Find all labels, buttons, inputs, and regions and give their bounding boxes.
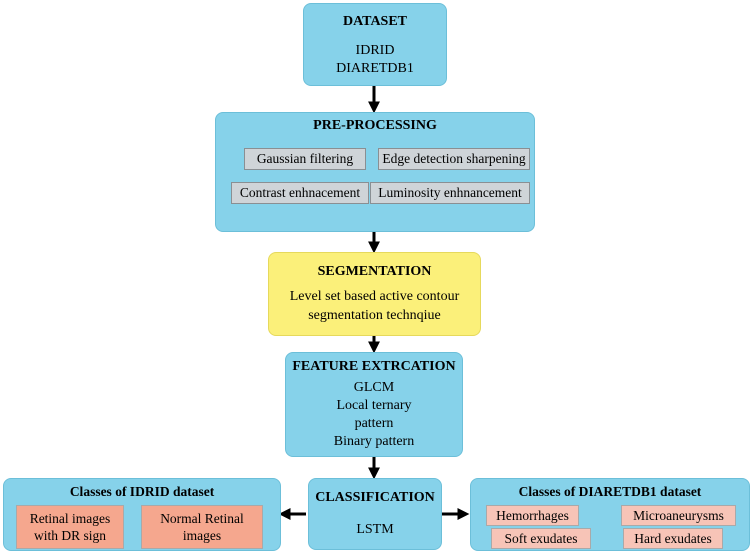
diaretdb1-classes-box: Classes of DIARETDB1 dataset Hemorrhages… <box>470 478 750 551</box>
idrid-class-item: Retinal images with DR sign <box>16 505 124 549</box>
dataset-title: DATASET <box>342 14 408 29</box>
segmentation-line: Level set based active contour <box>289 289 460 304</box>
segmentation-title: SEGMENTATION <box>317 264 432 279</box>
dataset-box: DATASET IDRID DIARETDB1 <box>303 3 447 86</box>
classification-title: CLASSIFICATION <box>315 490 435 505</box>
feature-extraction-title: FEATURE EXTRCATION <box>292 359 456 374</box>
classification-method: LSTM <box>356 522 394 537</box>
diaretdb1-classes-title: Classes of DIARETDB1 dataset <box>518 484 702 499</box>
diaretdb1-class-item: Hemorrhages <box>486 505 579 526</box>
preprocessing-item: Luminosity enhnancement <box>370 182 530 204</box>
diaretdb1-class-item: Hard exudates <box>623 528 723 549</box>
idrid-class-item: Normal Retinal images <box>141 505 263 549</box>
dataset-line: IDRID <box>355 43 395 58</box>
preprocessing-item: Contrast enhnacement <box>231 182 369 204</box>
feature-extraction-box: FEATURE EXTRCATION GLCM Local ternary pa… <box>285 352 463 457</box>
feature-line: GLCM <box>353 380 395 395</box>
preprocessing-item: Edge detection sharpening <box>378 148 530 170</box>
diaretdb1-class-item: Microaneurysms <box>621 505 736 526</box>
feature-line: Binary pattern <box>333 434 415 449</box>
segmentation-line: segmentation technqiue <box>308 308 441 323</box>
dataset-line: DIARETDB1 <box>336 61 414 76</box>
feature-line: Local ternary <box>336 398 412 413</box>
idrid-classes-title: Classes of IDRID dataset <box>69 484 215 499</box>
diaretdb1-class-item: Soft exudates <box>491 528 591 549</box>
preprocessing-item: Gaussian filtering <box>244 148 366 170</box>
classification-box: CLASSIFICATION LSTM <box>308 478 442 550</box>
feature-line: pattern <box>354 416 394 431</box>
preprocessing-box: PRE-PROCESSING Gaussian filtering Edge d… <box>215 112 535 232</box>
segmentation-box: SEGMENTATION Level set based active cont… <box>268 252 481 336</box>
preprocessing-title: PRE-PROCESSING <box>313 118 437 133</box>
idrid-classes-box: Classes of IDRID dataset Retinal images … <box>3 478 281 551</box>
